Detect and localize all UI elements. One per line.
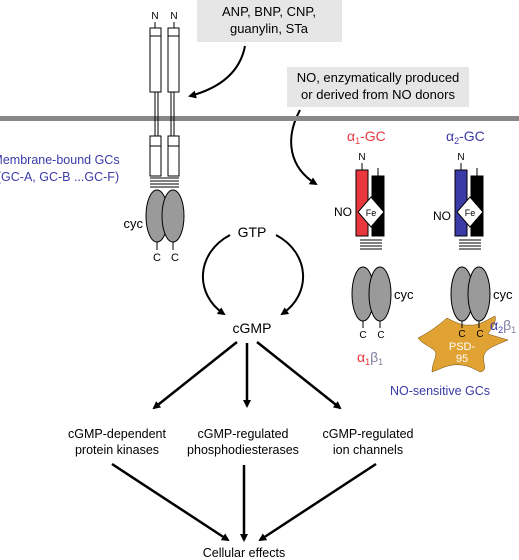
kinases-line1: cGMP-dependent [68,427,167,441]
alpha1-gc-dimer-label: α1β1 [357,349,383,367]
alpha2-dimer-b: β [503,317,511,333]
kinases-line2: protein kinases [75,443,159,457]
arrow-channels-to-effects [258,462,377,542]
alpha1-gc-fe: Fe [366,208,377,218]
alpha2-gc-title-sym: α [446,128,454,144]
alpha2-gc-cyc-right [467,266,491,322]
psd95-line1: PSD- [449,341,476,353]
alpha2-dimer-a: α [490,317,498,333]
alpha2-gc-heme [456,196,484,228]
alpha2-gc-c-right: C [476,329,483,340]
alpha1-gc: α1-GC N Fe NO cyc C C α1β1 [334,128,414,367]
alpha2-gc-no: NO [433,209,451,223]
alpha2-gc-c-left: C [458,329,465,340]
psd95-shape [417,315,509,373]
channels-line2: ion channels [333,443,403,457]
membrane-gc-cyc-right [161,189,185,243]
arrow-kinases-to-effects [111,462,230,542]
ligand-line1: ANP, BNP, CNP, [222,4,316,19]
membrane-gc-c-left: C [153,252,161,264]
no-box: NO, enzymatically produced or derived fr… [287,67,469,107]
channels-line1: cGMP-regulated [322,427,413,441]
alpha1-gc-cyc-label: cyc [394,287,414,302]
membrane-gc-n-left: N [151,11,158,22]
no-arrow [290,109,318,186]
no-line2: or derived from NO donors [301,87,455,102]
membrane-gc-cyc-label: cyc [124,216,144,231]
alpha1-gc-n: N [358,152,365,163]
membrane-gc-c-right: C [171,252,179,264]
ligand-box: ANP, BNP, CNP, guanylin, STa [197,0,342,42]
membrane-gc-ecd-left [149,27,162,93]
alpha1-dimer-a-sub: 1 [365,357,370,367]
alpha1-gc-cyc-right [368,266,392,322]
membrane-gc: N N cyc C C [124,11,185,264]
alpha2-gc-title: α2-GC [446,128,485,146]
alpha1-gc-title-sym: α [347,128,355,144]
no-line1: NO, enzymatically produced [297,70,460,85]
alpha1-dimer-b: β [370,349,378,365]
alpha1-gc-title: α1-GC [347,128,386,146]
cell-membrane [0,116,519,121]
alpha2-gc-fe: Fe [465,208,476,218]
ligand-arrow [188,45,246,99]
alpha2-dimer-b-sub: 1 [511,325,516,335]
alpha1-gc-c-left: C [359,330,366,341]
alpha2-gc: α2-GC N Fe NO cyc C C PSD- 95 α2β1 [417,128,516,373]
alpha1-gc-heme [357,196,385,228]
cgmp-label: cGMP [233,320,272,336]
no-sensitive-label: NO-sensitive GCs [390,384,490,398]
cellular-effects-label: Cellular effects [203,546,285,560]
alpha2-dimer-a-sub: 2 [498,325,503,335]
alpha1-gc-title-sub: 1 [355,136,360,146]
alpha1-gc-no: NO [334,205,352,219]
alpha2-gc-cyc-label: cyc [493,287,513,302]
alpha1-dimer-a: α [357,349,365,365]
arrow-to-channels [256,341,342,410]
alpha2-gc-title-rest: -GC [459,128,485,144]
alpha1-dimer-b-sub: 1 [378,357,383,367]
alpha1-gc-c-right: C [377,330,384,341]
ligand-line2: guanylin, STa [230,21,309,36]
pde-line2: phosphodiesterases [187,443,299,457]
alpha2-gc-dimer-label: α2β1 [490,317,516,335]
membrane-gc-label-1: Membrane-bound GCs [0,153,120,167]
alpha1-gc-title-rest: -GC [360,128,386,144]
membrane-gc-ecd-right [167,27,180,93]
gtp-label: GTP [238,224,267,240]
gtp-arrow-left [201,234,231,316]
membrane-gc-n-right: N [170,11,177,22]
gtp-arrow-right [275,234,305,316]
psd95-line2: 95 [456,353,468,365]
membrane-gc-label-2: (GC-A, GC-B ...GC-F) [0,170,119,184]
arrow-to-kinases [152,341,238,410]
alpha2-gc-n: N [457,152,464,163]
membrane-gc-khd-left [149,135,162,177]
alpha2-gc-title-sub: 2 [454,136,459,146]
ligand-box-bg [197,0,342,42]
pde-line1: cGMP-regulated [197,427,288,441]
no-box-bg [287,67,469,107]
membrane-gc-khd-right [167,135,180,177]
